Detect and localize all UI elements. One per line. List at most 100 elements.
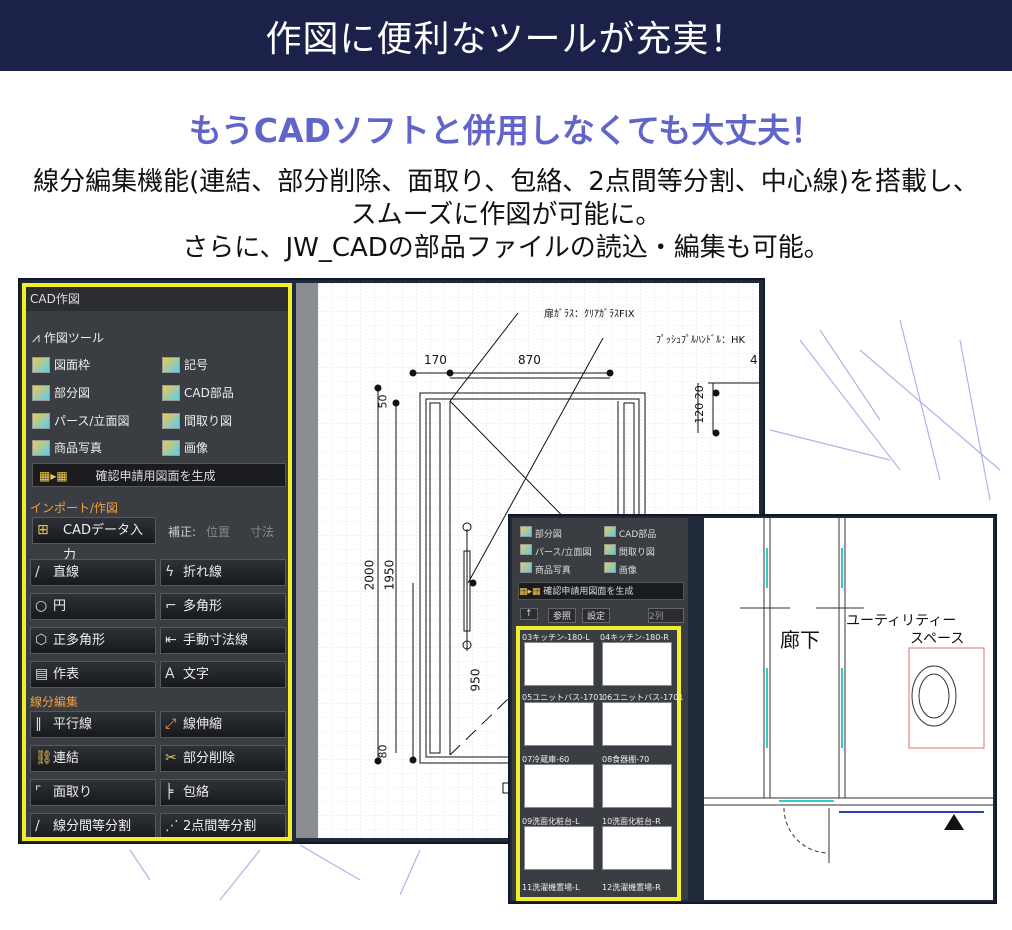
product-photo-icon [32,439,50,456]
polygon-icon: ⌐ [165,598,177,614]
item-label: 商品写真 [534,566,571,576]
w2-item-perspective[interactable]: パース/立面図 [520,544,591,558]
panel-item-label: CAD部品 [184,386,234,400]
item-label: CAD部品 [618,530,657,540]
floor-plan-icon [604,544,616,555]
image-icon [604,562,616,573]
cad-data-input-button[interactable]: ⊞CADデータ入力 [32,517,156,563]
button-label: 線伸縮 [183,717,223,732]
thumb-kitchen-l[interactable] [524,642,594,686]
item-label: 画像 [618,566,637,576]
polygon-button[interactable]: ⌐多角形 [160,593,286,620]
chamfer-button[interactable]: ⌜面取り [30,779,156,806]
panel-item-cad-parts[interactable]: CAD部品 [162,384,234,401]
cad-input-label: CADデータ入力 [63,523,143,563]
thumb-kitchen-r[interactable] [602,642,672,686]
thumb-label: 03キッチン-180-L [522,633,590,642]
button-label: 直線 [53,565,80,580]
panel-item-partial-view[interactable]: 部分図 [32,384,90,401]
partial-delete-icon: ✂ [165,750,177,766]
envelope-button[interactable]: ╞ 包絡 [160,779,286,806]
circle-button[interactable]: ○円 [30,593,156,620]
cad-parts-icon [162,384,180,401]
button-label: 作表 [53,667,80,682]
table-icon: ▤ [35,666,49,682]
generate-label: 確認申請用図面を生成 [543,587,634,597]
panel-item-perspective[interactable]: パース/立面図 [32,412,129,429]
panel-item-symbol[interactable]: 記号 [162,356,208,373]
panel-item-label: 商品写真 [54,441,103,455]
panel-item-label: 記号 [184,358,209,372]
browse-button[interactable]: 参照 [548,608,577,623]
dimension-button[interactable]: 寸法 [250,525,275,539]
regular-polygon-icon: ⬡ [35,632,48,648]
thumb-label: 07冷蔵庫-60 [522,755,570,764]
dim-870: 870 [518,353,541,367]
thumb-label: 05ユニットバス-1701 [522,693,604,702]
dim-950: 950 [468,668,483,692]
polyline-icon: ϟ [165,564,175,580]
divide-between-lines-button[interactable]: ∕線分間等分割 [30,813,156,837]
panel-item-image[interactable]: 画像 [162,439,208,456]
panel-item-drawing-frame[interactable]: 図面枠 [32,356,90,373]
parts-library-grid: 03キッチン-180-L 04キッチン-180-R 05ユニットバス-1701 … [516,626,684,901]
panel-item-floor-plan[interactable]: 間取り図 [162,412,232,429]
manual-dimension-button[interactable]: ⇤手動寸法線 [160,627,286,654]
import-section-title: インポート/作図 [30,501,119,515]
partial-delete-button[interactable]: ✂部分削除 [160,745,286,772]
drawing-frame-icon [32,356,50,373]
parallel-line-button[interactable]: ∥平行線 [30,711,156,738]
link-button[interactable]: ⛓連結 [30,745,156,772]
thumb-label: 08食器棚-70 [602,755,650,764]
thumb-unitbath-2[interactable] [602,702,672,746]
polyline-button[interactable]: ϟ 折れ線 [160,559,286,586]
generate-drawing-button[interactable]: ▦▸▦ 確認申請用図面を生成 [32,463,286,487]
envelope-icon: ╞ [165,784,174,800]
w2-item-floor-plan[interactable]: 間取り図 [604,544,655,558]
floor-plan-canvas[interactable]: 廊下 ユーティリティー スペース [704,518,993,900]
description-line-1: 線分編集機能(連結、部分削除、面取り、包絡、2点間等分割、中心線)を搭載し、 [33,167,979,197]
room-label-hallway: 廊下 [780,628,820,652]
columns-select[interactable]: 2列 [648,608,684,623]
banner-title: 作図に便利なツールが充実！ [265,18,747,60]
table-button[interactable]: ▤ 作表 [30,661,156,688]
thumb-fridge[interactable] [524,764,594,808]
w2-item-product-photo[interactable]: 商品写真 [520,562,571,576]
thumb-unitbath-1[interactable] [524,702,594,746]
panel-item-label: 画像 [184,441,209,455]
button-label: 包絡 [183,785,210,800]
dim-170: 170 [424,353,447,367]
thumb-cupboard[interactable] [602,764,672,808]
vertical-ruler [296,283,318,838]
button-label: 折れ線 [183,565,223,580]
page-banner: 作図に便利なツールが充実！ [0,0,1012,71]
settings-button[interactable]: 設定 [582,608,611,623]
panel-item-product-photo[interactable]: 商品写真 [32,439,102,456]
up-folder-button[interactable]: ↑ [520,608,538,620]
compass-icon: ⩘ [32,329,40,346]
thumb-vanity-r[interactable] [602,826,672,870]
regular-polygon-button[interactable]: ⬡正多角形 [30,627,156,654]
extend-line-button[interactable]: ⤢ 線伸縮 [160,711,286,738]
button-label: 2点間等分割 [183,819,257,834]
generate-label: 確認申請用図面を生成 [95,469,216,483]
partial-view-icon [32,384,50,401]
w2-item-partial-view[interactable]: 部分図 [520,526,562,540]
w2-generate-button[interactable]: ▦▸▦ 確認申請用図面を生成 [518,582,684,600]
two-point-divide-button[interactable]: ⋰2点間等分割 [160,813,286,837]
correction-label: 補正: [168,525,197,539]
link-icon: ⛓ [35,750,53,766]
grid-arrow-icon: ▦▸▦ [519,587,541,597]
annotation-handle: ﾌﾟｯｼｭﾌﾟﾙﾊﾝﾄﾞﾙ：HK [656,335,746,346]
drawing-tool-item[interactable]: ⩘ 作図ツール [32,329,104,346]
thumb-vanity-l[interactable] [524,826,594,870]
w2-item-image[interactable]: 画像 [604,562,637,576]
position-button[interactable]: 位置 [206,525,231,539]
thumb-label: 06ユニットバス-1701 [602,693,684,702]
drawing-tool-label: 作図ツール [43,331,104,345]
line-button[interactable]: ∕直線 [30,559,156,586]
button-label: 文字 [183,667,210,682]
w2-item-cad-parts[interactable]: CAD部品 [604,526,656,540]
extend-line-icon: ⤢ [165,716,177,732]
